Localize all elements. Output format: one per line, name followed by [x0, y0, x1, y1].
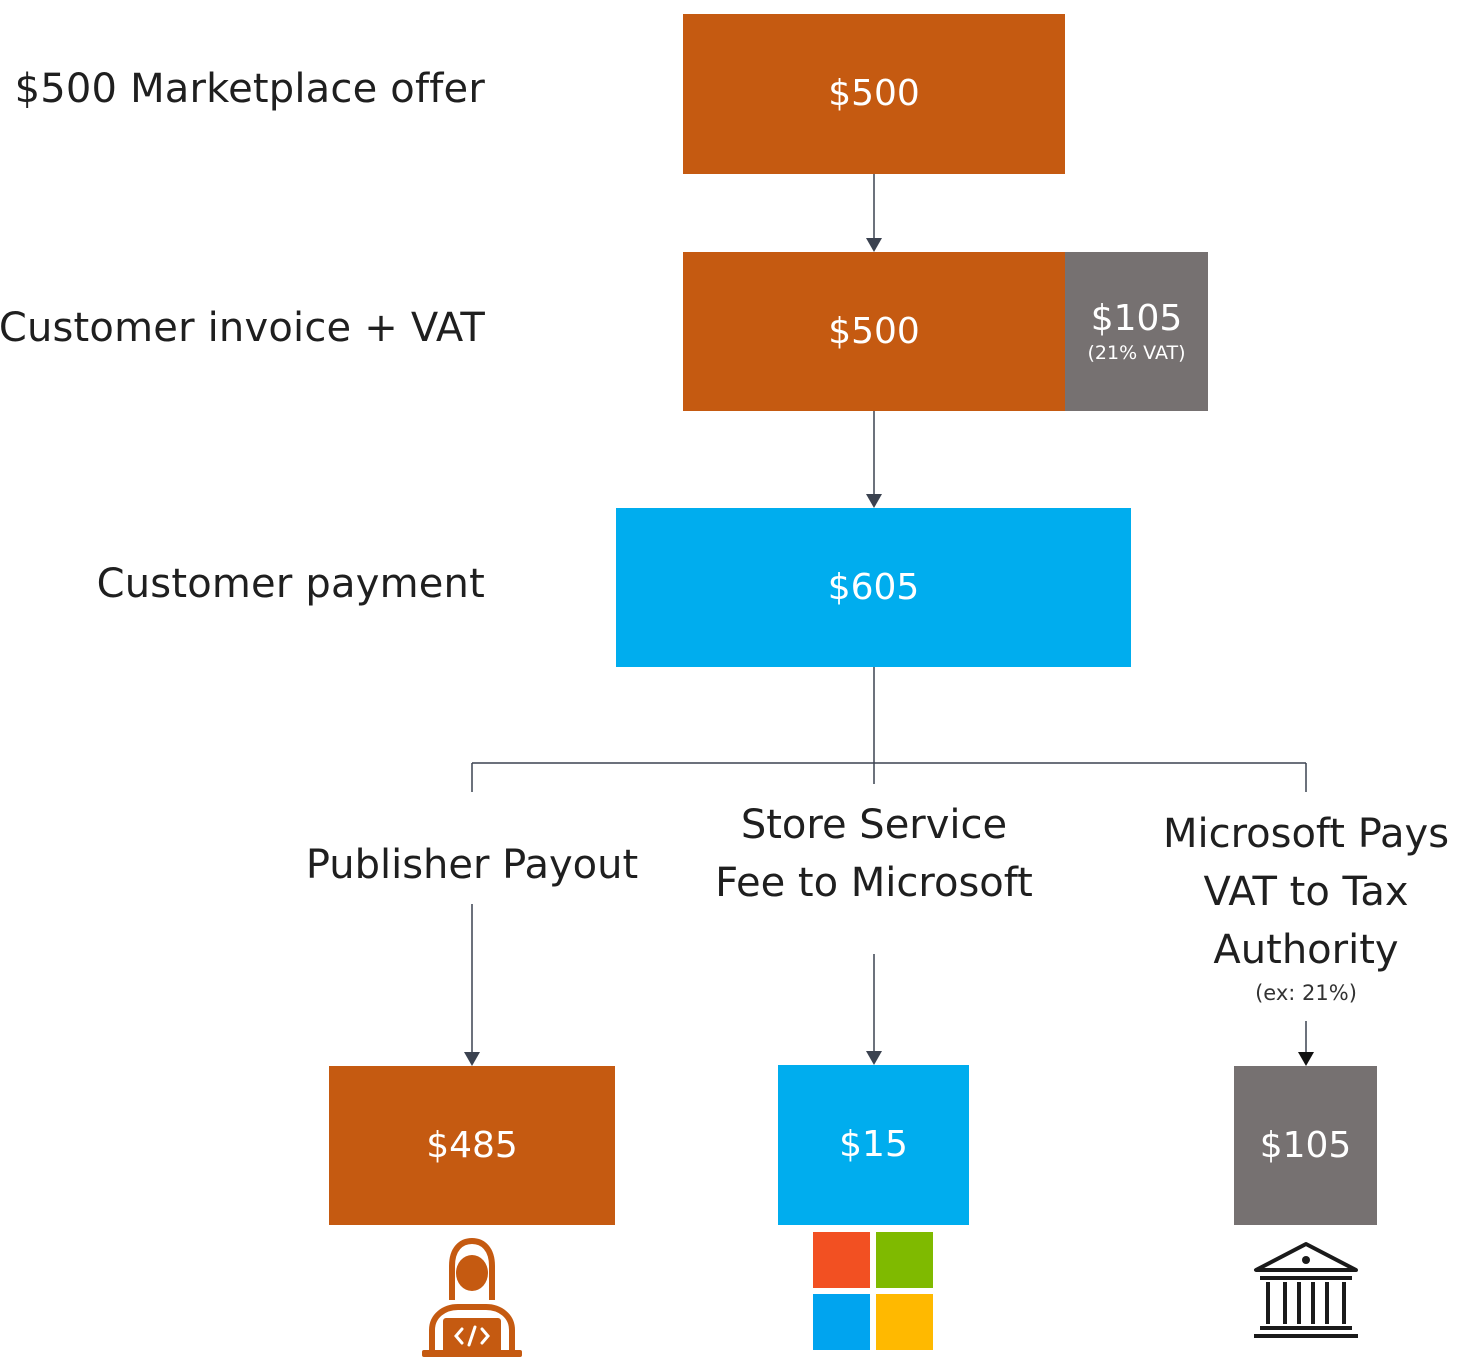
- publisher-amount: $485: [426, 1124, 518, 1166]
- offer-box: $500: [683, 14, 1065, 174]
- arrowhead-tax: [1298, 1052, 1314, 1066]
- offer-amount: $500: [828, 73, 920, 115]
- row-label-payment: Customer payment: [96, 561, 485, 607]
- arrowhead-payment: [866, 494, 882, 508]
- tax-authority-note: (ex: 21%): [1255, 981, 1357, 1005]
- invoice-box: $500: [683, 252, 1065, 411]
- fee-amount: $15: [839, 1124, 908, 1166]
- publisher-box: $485: [329, 1066, 615, 1225]
- vat-box: $105 (21% VAT): [1065, 252, 1208, 411]
- publisher-payout-label: Publisher Payout: [272, 836, 672, 894]
- bank-building-icon: [1254, 1242, 1358, 1338]
- store-fee-label: Store Service Fee to Microsoft: [674, 796, 1074, 912]
- tax-authority-line-3: Authority: [1213, 927, 1399, 973]
- invoice-amount: $500: [828, 310, 920, 352]
- vat-amount: $105: [1090, 297, 1183, 339]
- developer-laptop-icon: [422, 1238, 522, 1357]
- fee-box: $15: [778, 1065, 969, 1225]
- arrowhead-publisher: [464, 1052, 480, 1066]
- tax-authority-line-2: VAT to Tax: [1203, 869, 1409, 915]
- arrowhead-invoice: [866, 238, 882, 252]
- tax-authority-label: Microsoft Pays VAT to Tax Authority: [1151, 805, 1461, 979]
- vat-note: (21% VAT): [1087, 342, 1186, 365]
- payment-amount: $605: [827, 566, 920, 608]
- store-fee-line-1: Store Service: [740, 802, 1008, 848]
- tax-amount: $105: [1259, 1124, 1352, 1166]
- row-label-offer: $500 Marketplace offer: [14, 66, 485, 112]
- microsoft-logo-icon: [813, 1232, 933, 1350]
- arrowhead-fee: [866, 1051, 882, 1065]
- store-fee-line-2: Fee to Microsoft: [715, 860, 1033, 906]
- publisher-payout-text: Publisher Payout: [305, 842, 639, 888]
- tax-authority-line-1: Microsoft Pays: [1162, 811, 1450, 857]
- payment-box: $605: [616, 508, 1131, 667]
- tax-box: $105: [1234, 1066, 1377, 1225]
- row-label-invoice: Customer invoice + VAT: [0, 305, 485, 351]
